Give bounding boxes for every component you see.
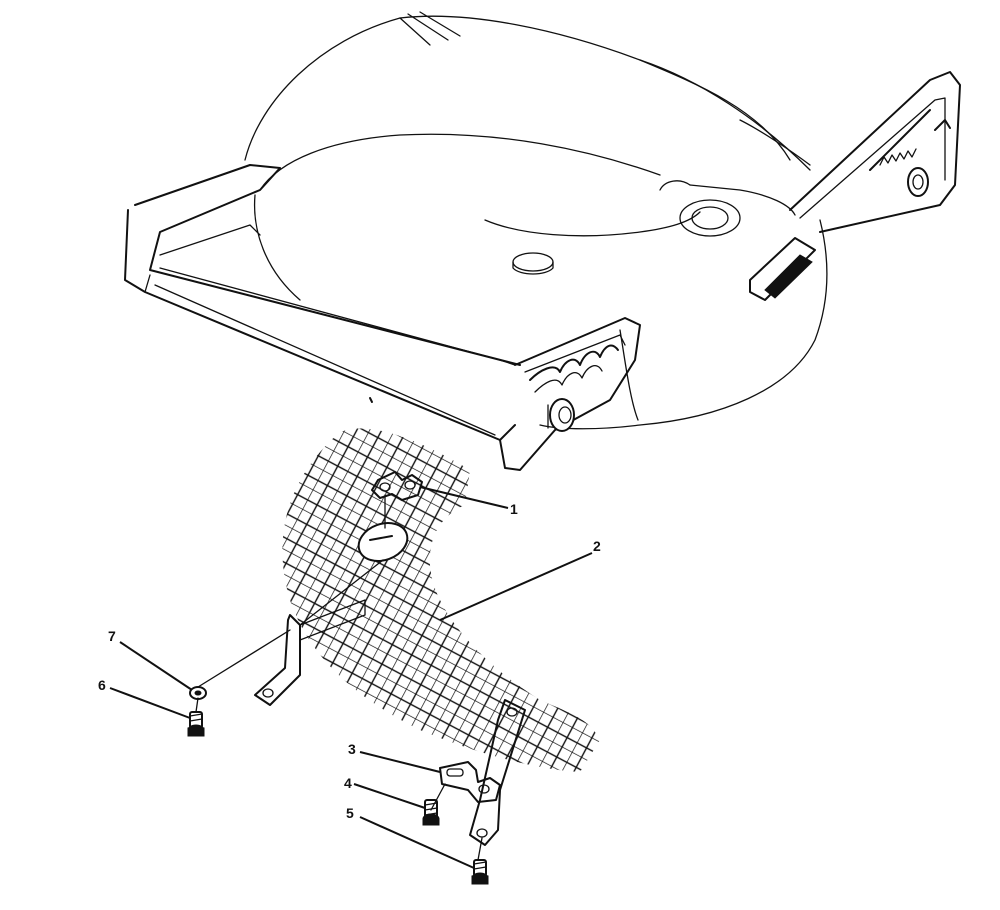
leader-5: [359, 816, 475, 869]
leader-2: [439, 552, 593, 621]
part-6-screw: [187, 711, 205, 737]
leader-3: [359, 751, 441, 773]
callout-1: 1: [510, 501, 518, 517]
leader-7: [119, 641, 193, 691]
callout-7: 7: [108, 628, 116, 644]
mower-deck-housing: [124, 11, 828, 441]
front-height-adjuster: [499, 317, 641, 471]
part-3-clip: [439, 761, 501, 803]
callout-6: 6: [98, 677, 106, 693]
part-4-screw: [422, 799, 440, 826]
callout-4: 4: [344, 775, 352, 791]
grass-deflector-mesh: [254, 428, 600, 846]
leader-6: [109, 687, 191, 719]
rear-height-adjuster: [789, 71, 961, 233]
callout-3: 3: [348, 741, 356, 757]
part-7-washer: [189, 686, 207, 700]
leader-1: [419, 486, 509, 509]
assembly-lines: [195, 494, 483, 861]
part-5-screw: [471, 859, 489, 885]
callout-labels: 1 2 3 4 5 6 7: [98, 501, 601, 821]
leader-4: [353, 783, 426, 809]
leader-lines: [109, 486, 593, 869]
callout-2: 2: [593, 538, 601, 554]
part-1-clip: [371, 471, 423, 501]
callout-5: 5: [346, 805, 354, 821]
